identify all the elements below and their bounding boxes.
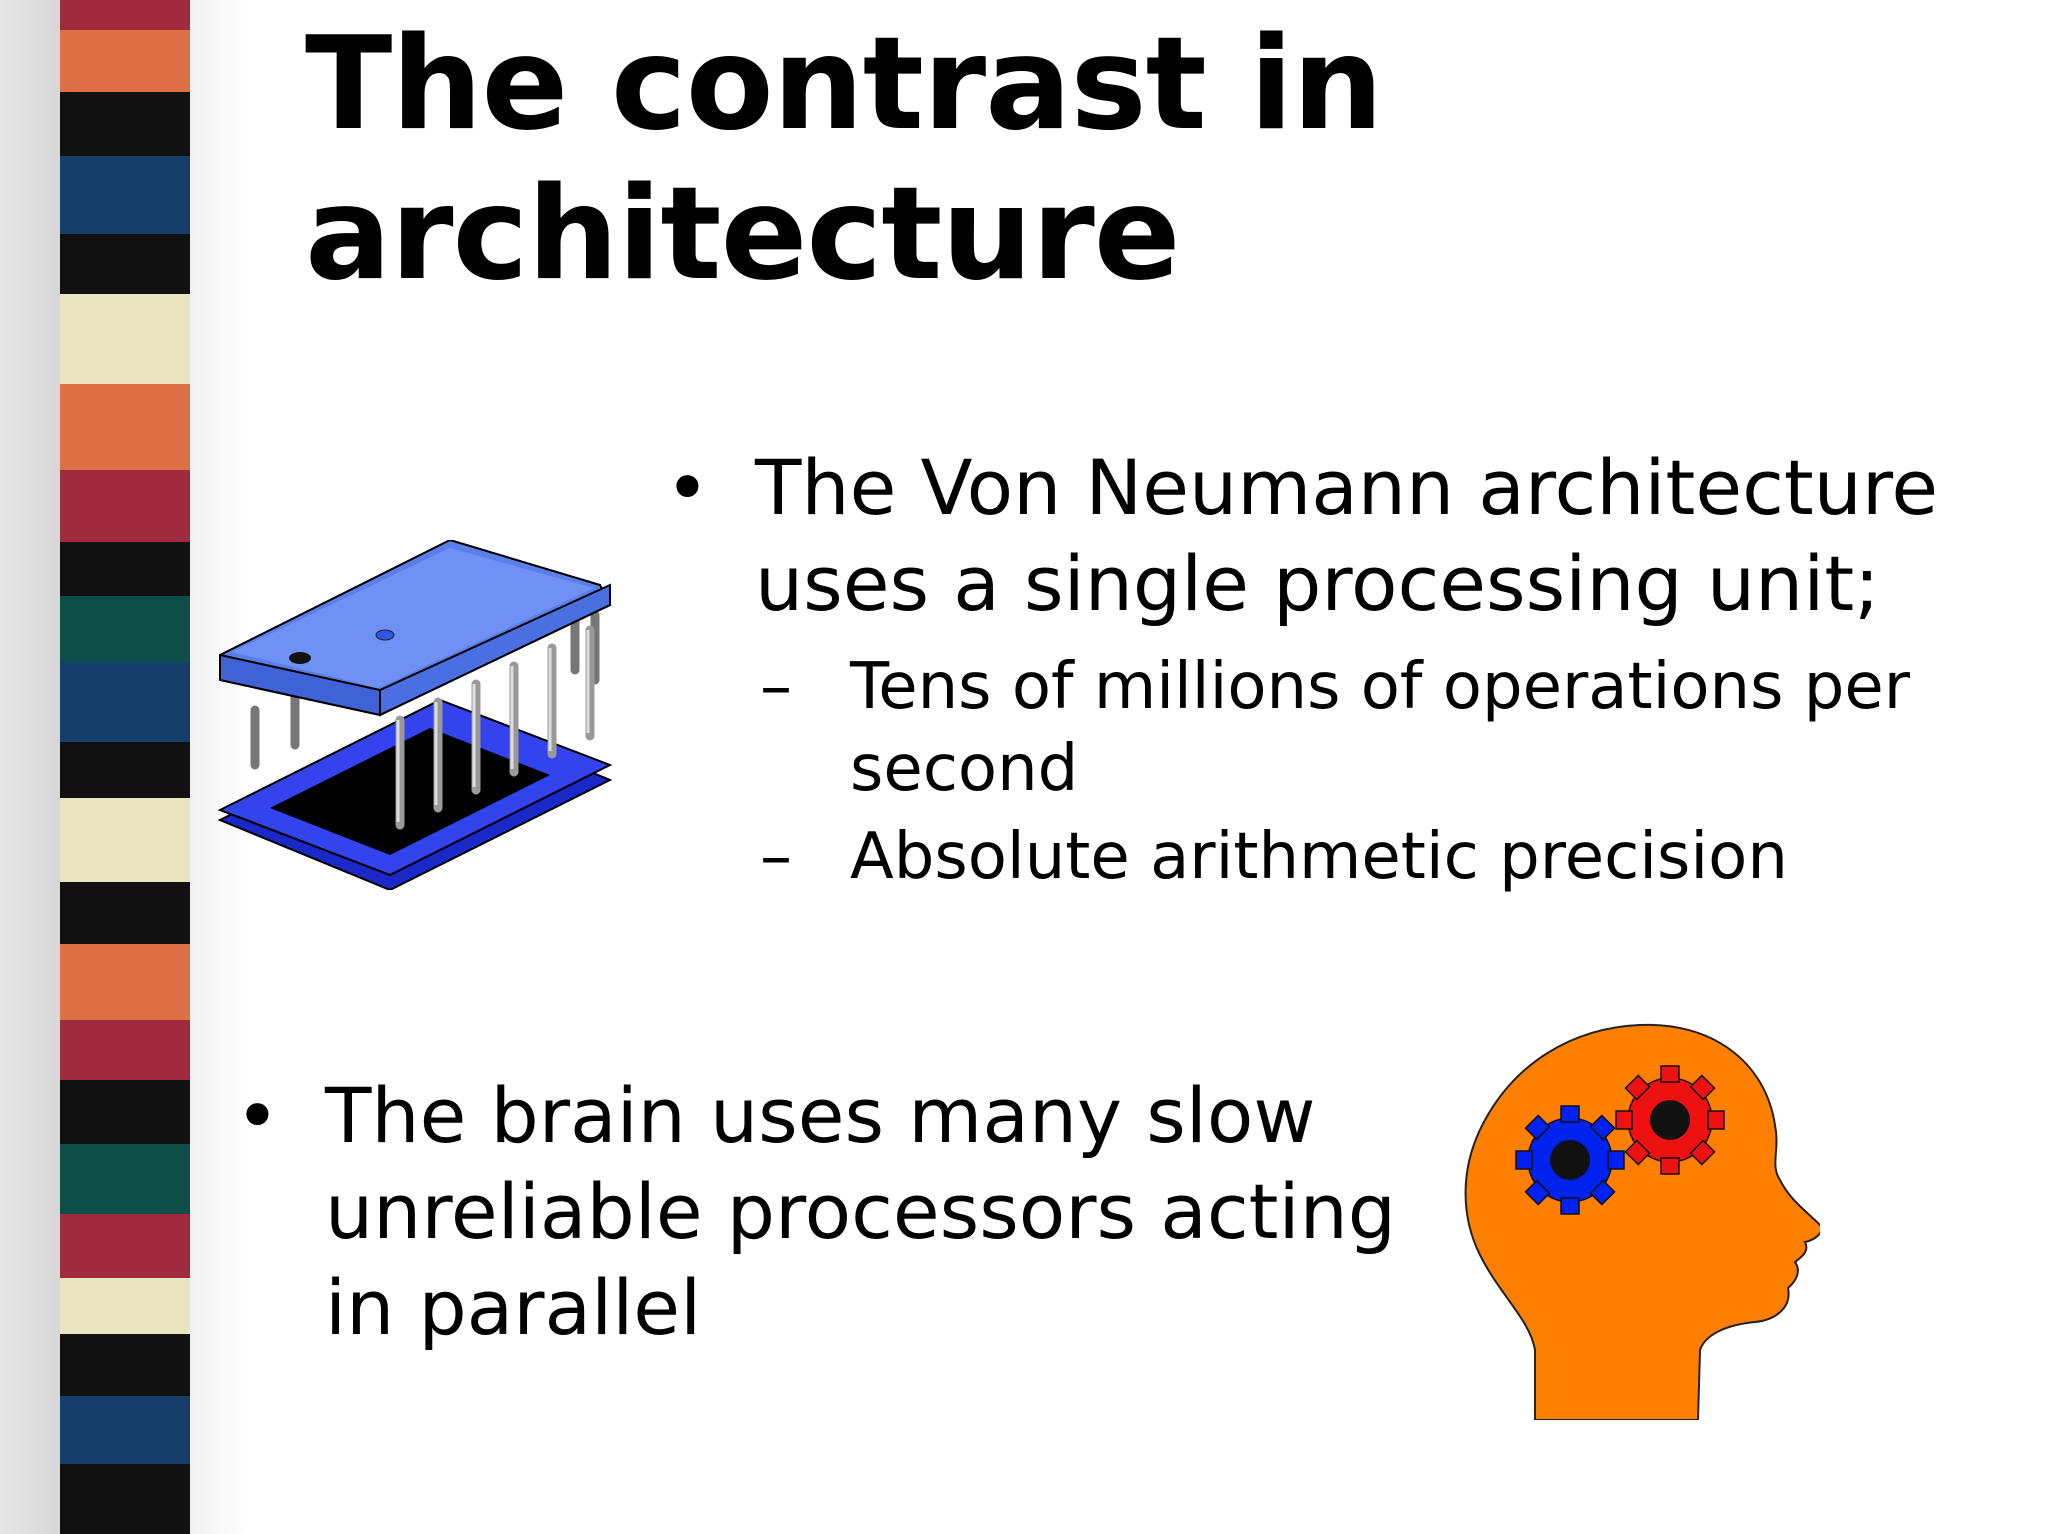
sub-bullet-mark: – (760, 820, 792, 894)
bullet-item: • The brain uses many slow unreliable pr… (235, 1068, 1455, 1356)
bullet-mark: • (665, 443, 710, 532)
sub-bullet-text: Tens of millions of operations per secon… (850, 650, 1911, 806)
bullet-mark: • (235, 1071, 280, 1160)
slide-title: The contrast in architecture (305, 10, 1383, 309)
microchip-icon (217, 540, 613, 890)
bullet-text: The Von Neumann architecture uses a sing… (755, 443, 1939, 628)
sub-bullet-mark: – (760, 650, 792, 724)
sub-bullet-list: – Tens of millions of operations per sec… (760, 646, 1965, 898)
sub-bullet-item: – Absolute arithmetic precision (760, 816, 1965, 898)
sub-bullet-item: – Tens of millions of operations per sec… (760, 646, 1965, 810)
head-with-gears-icon (1464, 1023, 1820, 1420)
bullet-item: • The Von Neumann architecture uses a si… (665, 440, 1965, 632)
bullet-brain: • The brain uses many slow unreliable pr… (235, 1068, 1455, 1356)
striped-pole-decoration (60, 0, 190, 1534)
sub-bullet-text: Absolute arithmetic precision (850, 820, 1788, 894)
bullet-von-neumann: • The Von Neumann architecture uses a si… (665, 440, 1965, 898)
bullet-text: The brain uses many slow unreliable proc… (325, 1071, 1396, 1352)
